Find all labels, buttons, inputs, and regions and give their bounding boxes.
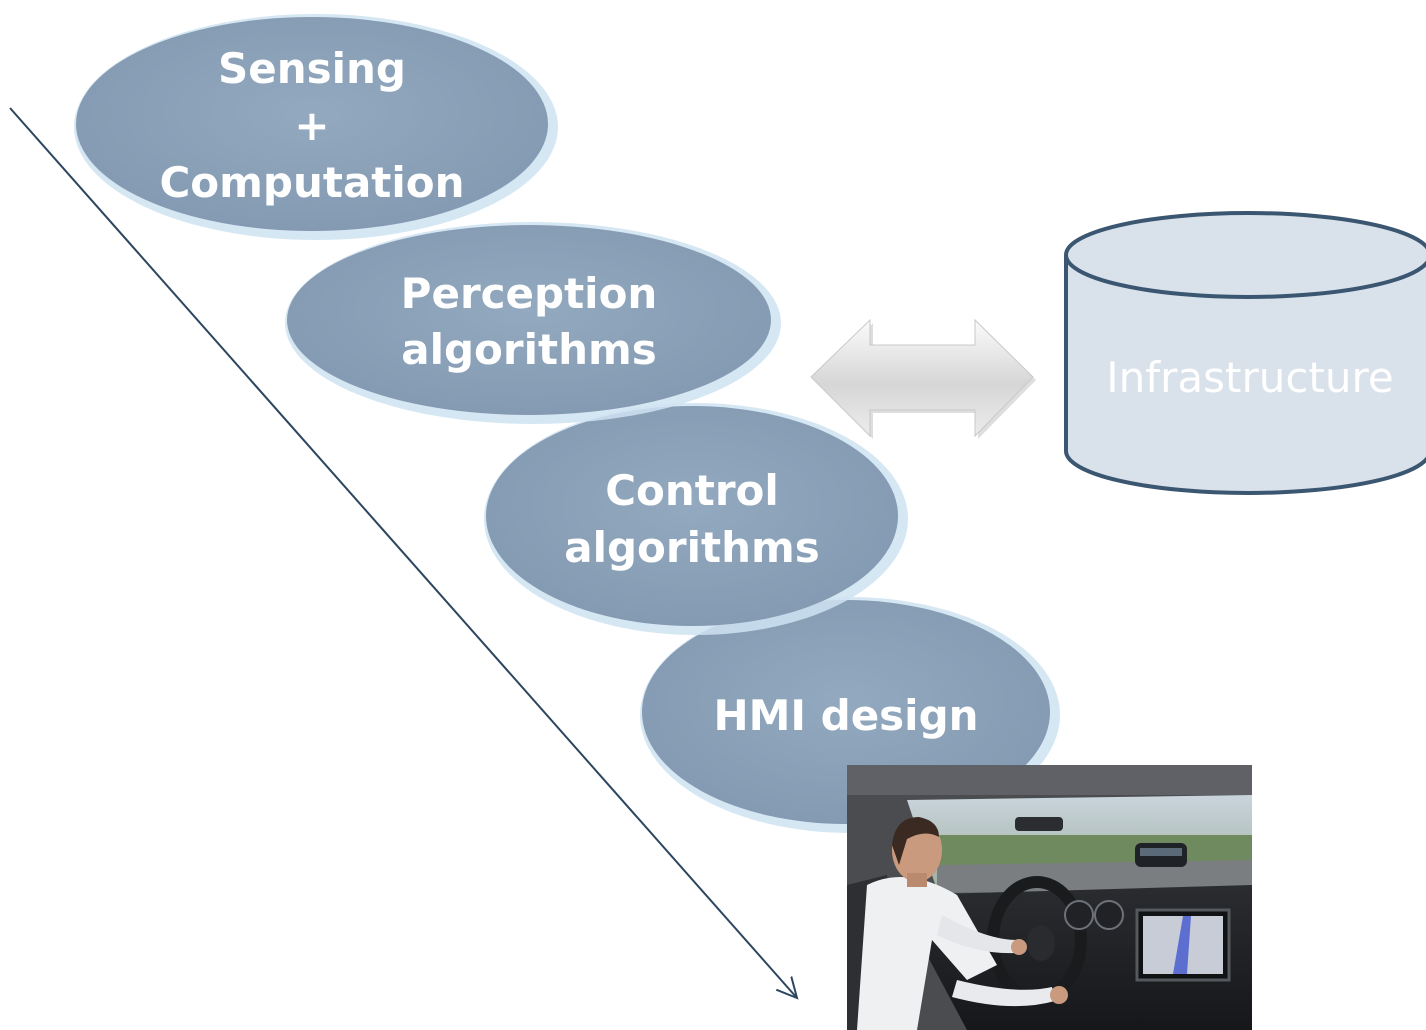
flow-arrow	[9, 107, 797, 998]
stage-control-algorithms: Control algorithms	[484, 403, 908, 635]
infrastructure-label: Infrastructure	[1106, 353, 1393, 402]
stage-perception-label-line1: Perception	[401, 269, 658, 318]
stage-control-label-line2: algorithms	[564, 523, 820, 572]
stage-sensing-label-line1: Sensing	[218, 44, 406, 93]
stage-sensing-label-line3: Computation	[159, 158, 464, 207]
stage-perception-label-line2: algorithms	[401, 325, 657, 374]
stage-perception-algorithms: Perception algorithms	[285, 222, 781, 424]
infrastructure-cylinder: Infrastructure	[1064, 211, 1426, 495]
stage-control-label-line1: Control	[605, 466, 779, 515]
autonomous-car-photo	[847, 765, 1252, 1030]
stage-sensing-computation: Sensing + Computation	[74, 14, 558, 240]
stage-sensing-label-line2: +	[294, 101, 329, 150]
stage-hmi-label: HMI design	[713, 691, 978, 740]
bidirectional-arrow	[810, 318, 1036, 439]
